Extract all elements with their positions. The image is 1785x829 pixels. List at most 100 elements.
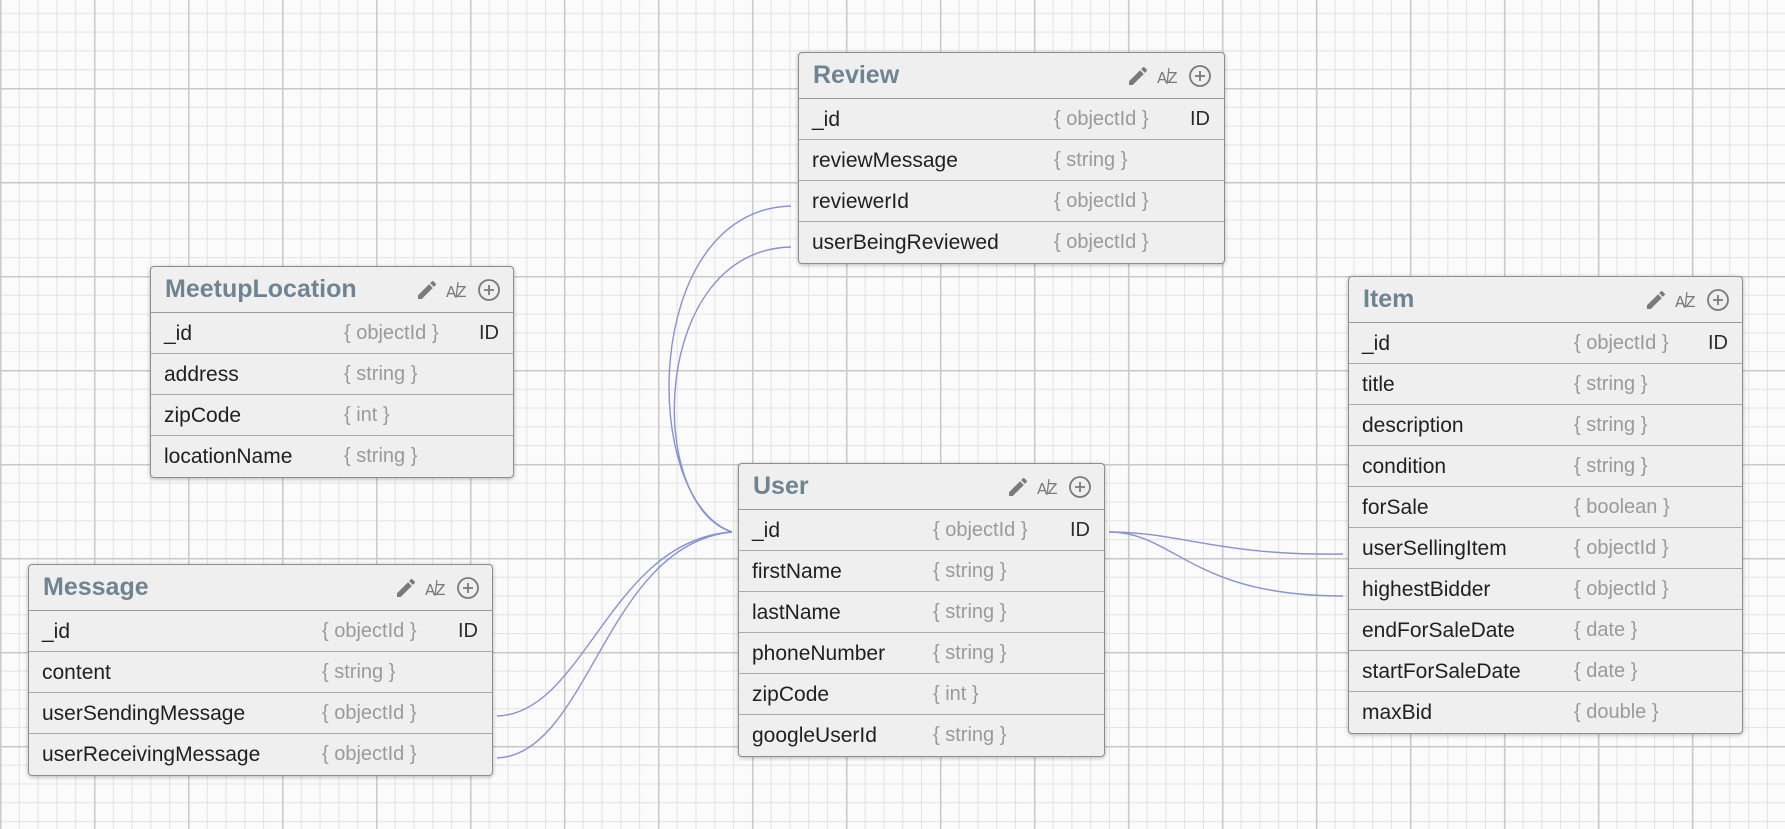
pencil-icon[interactable]	[394, 576, 418, 600]
entity-header: User AZ	[739, 464, 1104, 510]
field-name: content	[42, 661, 111, 684]
sort-az-icon[interactable]: AZ	[425, 576, 449, 600]
field-type: { string }	[322, 661, 396, 683]
field-name: condition	[1362, 455, 1447, 478]
field-name: reviewerId	[812, 190, 909, 213]
field-key: ID	[1190, 108, 1210, 130]
field-row[interactable]: condition { string }	[1349, 446, 1742, 487]
field-type: { string }	[933, 642, 1007, 664]
add-circle-icon[interactable]	[456, 576, 480, 600]
field-type: { objectId }	[1054, 231, 1149, 253]
field-type: { objectId }	[1054, 108, 1149, 130]
field-name: _id	[812, 108, 841, 131]
add-circle-icon[interactable]	[477, 278, 501, 302]
field-type: { objectId }	[344, 322, 439, 344]
field-row[interactable]: address{ string }	[151, 354, 513, 395]
entity-user[interactable]: User AZ _id{ objectId }ID firstName{ str…	[738, 463, 1105, 757]
field-row[interactable]: _id{ objectId }ID	[1349, 323, 1742, 364]
field-row[interactable]: userSendingMessage{ objectId }	[29, 693, 492, 734]
relation-item-highestbidder-user	[1108, 531, 1344, 597]
field-row[interactable]: title{ string }	[1349, 364, 1742, 405]
field-name: lastName	[752, 601, 841, 624]
field-row[interactable]: _id { objectId } ID	[29, 611, 492, 652]
field-row[interactable]: reviewerId{ objectId }	[799, 181, 1224, 222]
field-name: highestBidder	[1362, 578, 1491, 601]
add-circle-icon[interactable]	[1188, 64, 1212, 88]
field-row[interactable]: zipCode{ int }	[739, 674, 1104, 715]
field-name: locationName	[164, 445, 293, 468]
field-name: phoneNumber	[752, 642, 886, 665]
field-type: { date }	[1574, 660, 1638, 682]
field-type: { string }	[1054, 149, 1128, 171]
field-row[interactable]: endForSaleDate{ date }	[1349, 610, 1742, 651]
field-name: _id	[752, 519, 781, 542]
field-key: ID	[479, 322, 499, 344]
field-row[interactable]: highestBidder { objectId }	[1349, 569, 1742, 610]
field-row[interactable]: forSale{ boolean }	[1349, 487, 1742, 528]
field-row[interactable]: userSellingItem { objectId }	[1349, 528, 1742, 569]
entity-header: Message AZ	[29, 565, 492, 611]
field-row[interactable]: reviewMessage { string }	[799, 140, 1224, 181]
field-type: { double }	[1574, 701, 1659, 723]
field-row[interactable]: phoneNumber { string }	[739, 633, 1104, 674]
entity-title: Message	[43, 573, 149, 601]
add-circle-icon[interactable]	[1068, 475, 1092, 499]
field-row[interactable]: locationName { string }	[151, 436, 513, 477]
field-type: { objectId }	[1574, 332, 1669, 354]
field-name: userBeingReviewed	[812, 231, 999, 254]
add-circle-icon[interactable]	[1706, 288, 1730, 312]
relation-review-userbeingreviewed-user	[673, 246, 792, 533]
entity-title: Review	[813, 61, 900, 89]
entity-title: MeetupLocation	[165, 275, 357, 303]
field-type: { string }	[1574, 414, 1648, 436]
field-row[interactable]: content { string }	[29, 652, 492, 693]
field-type: { int }	[344, 404, 390, 426]
field-name: _id	[164, 322, 193, 345]
field-name: userReceivingMessage	[42, 743, 261, 766]
field-name: firstName	[752, 560, 842, 583]
field-row[interactable]: zipCode{ int }	[151, 395, 513, 436]
field-type: { objectId }	[1574, 578, 1669, 600]
field-type: { objectId }	[322, 620, 417, 642]
relation-review-reviewerid-user	[668, 205, 792, 533]
field-row[interactable]: maxBid{ double }	[1349, 692, 1742, 733]
field-name: _id	[1362, 332, 1391, 355]
sort-az-icon[interactable]: AZ	[1157, 64, 1181, 88]
sort-az-icon[interactable]: AZ	[1037, 475, 1061, 499]
field-row[interactable]: userReceivingMessage{ objectId }	[29, 734, 492, 775]
field-type: { string }	[1574, 455, 1648, 477]
relation-message-userreceiving-user	[496, 531, 733, 759]
pencil-icon[interactable]	[1126, 64, 1150, 88]
entity-review[interactable]: Review AZ _id { objectId } ID reviewMessag…	[798, 52, 1225, 264]
field-row[interactable]: firstName{ string }	[739, 551, 1104, 592]
entity-item[interactable]: Item AZ _id{ objectId }ID title{ string …	[1348, 276, 1743, 734]
field-type: { string }	[344, 445, 418, 467]
field-key: ID	[458, 620, 478, 642]
field-row[interactable]: startForSaleDate{ date }	[1349, 651, 1742, 692]
field-row[interactable]: userBeingReviewed { objectId }	[799, 222, 1224, 263]
field-name: userSellingItem	[1362, 537, 1507, 560]
field-row[interactable]: _id { objectId } ID	[151, 313, 513, 354]
field-name: description	[1362, 414, 1464, 437]
sort-az-icon[interactable]: AZ	[1675, 288, 1699, 312]
field-row[interactable]: _id{ objectId }ID	[739, 510, 1104, 551]
pencil-icon[interactable]	[1006, 475, 1030, 499]
sort-az-icon[interactable]: AZ	[446, 278, 470, 302]
entity-message[interactable]: Message AZ _id { objectId } ID content { st…	[28, 564, 493, 776]
field-type: { objectId }	[1574, 537, 1669, 559]
field-row[interactable]: description { string }	[1349, 405, 1742, 446]
field-row[interactable]: lastName{ string }	[739, 592, 1104, 633]
entity-header: Review AZ	[799, 53, 1224, 99]
entity-meetuplocation[interactable]: MeetupLocation AZ _id { objectId } ID addr…	[150, 266, 514, 478]
field-type: { date }	[1574, 619, 1638, 641]
pencil-icon[interactable]	[415, 278, 439, 302]
field-row[interactable]: _id { objectId } ID	[799, 99, 1224, 140]
field-name: _id	[42, 620, 71, 643]
field-row[interactable]: googleUserId{ string }	[739, 715, 1104, 756]
field-name: reviewMessage	[812, 149, 958, 172]
field-name: zipCode	[752, 683, 830, 706]
pencil-icon[interactable]	[1644, 288, 1668, 312]
field-name: userSendingMessage	[42, 702, 246, 725]
field-type: { objectId }	[933, 519, 1028, 541]
